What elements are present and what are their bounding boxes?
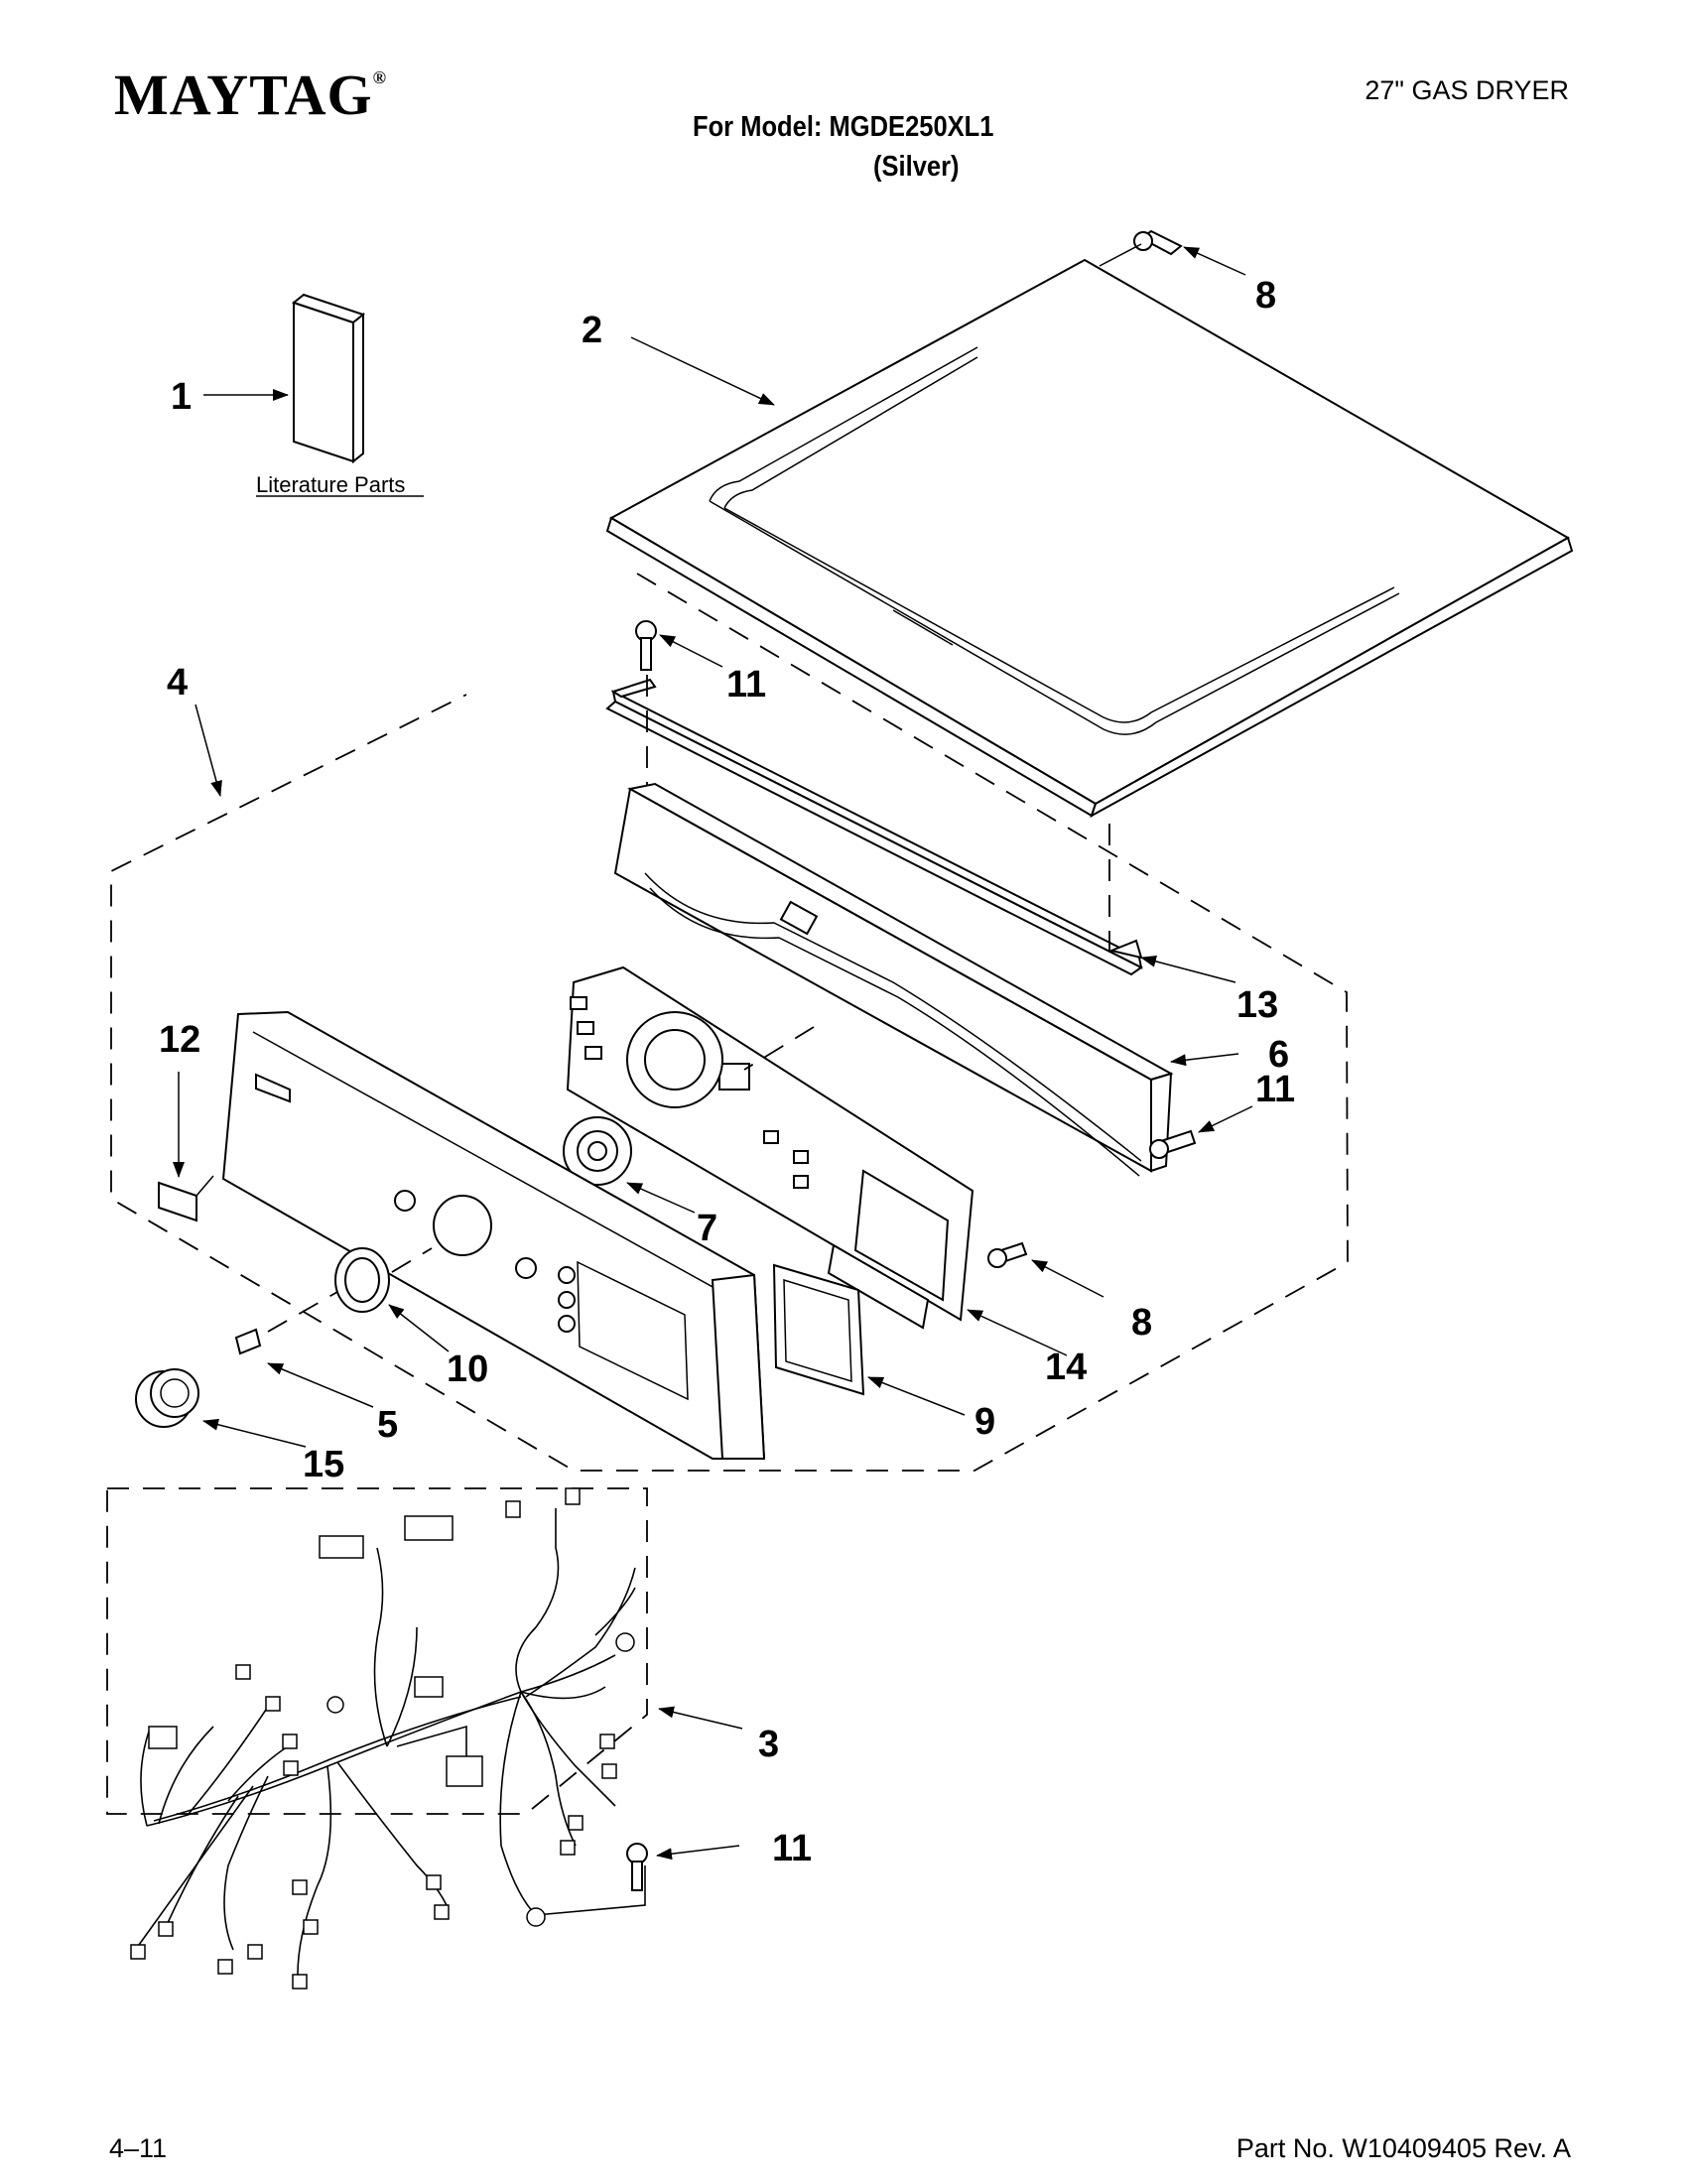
callout-15: 15 (303, 1444, 344, 1485)
registered-mark: ® (372, 67, 388, 87)
callout-8-mid: 8 (1131, 1302, 1152, 1344)
wire-harness (130, 1487, 646, 1990)
guide-dash-clip (267, 1291, 338, 1333)
leader-7 (626, 1182, 696, 1214)
leader-11-right (1198, 1105, 1253, 1133)
leader-9 (867, 1376, 966, 1416)
leader-11-bottom (656, 1845, 740, 1861)
color-line: (Silver) (873, 151, 960, 183)
leader-8-mid (1031, 1259, 1104, 1298)
screw-top-guide (1099, 243, 1142, 267)
leader-14 (967, 1309, 1068, 1356)
screw-harness (626, 1843, 648, 1891)
callout-14: 14 (1045, 1347, 1087, 1388)
callout-3: 3 (758, 1724, 779, 1765)
callout-13: 13 (1236, 984, 1278, 1026)
leader-3 (658, 1706, 743, 1730)
callout-8-top: 8 (1255, 275, 1276, 317)
screw-top (1133, 229, 1183, 256)
brand-name: MAYTAG (114, 63, 373, 127)
callout-12: 12 (159, 1019, 200, 1061)
callout-4: 4 (167, 662, 188, 704)
leader-15 (202, 1418, 307, 1448)
product-title: 27" GAS DRYER (1364, 75, 1569, 105)
callout-10: 10 (447, 1349, 488, 1390)
selector-knob (135, 1368, 199, 1428)
top-panel (605, 258, 1574, 819)
leader-11-top (659, 634, 723, 668)
leader-5 (267, 1362, 374, 1408)
knob-ring (334, 1247, 390, 1313)
screw-console-mid (987, 1241, 1028, 1268)
leader-4 (195, 704, 222, 797)
callout-7: 7 (697, 1208, 717, 1249)
wire-harness-boundary (106, 1487, 648, 1815)
leader-10 (388, 1304, 450, 1352)
part-number: Part No. W10409405 Rev. A (1235, 2133, 1571, 2163)
callout-6: 6 (1268, 1034, 1289, 1076)
screw-console-right (1149, 1129, 1197, 1159)
callout-5: 5 (377, 1404, 398, 1446)
guide-dash-ring (391, 1247, 433, 1273)
literature-parts-label: Literature Parts (256, 472, 405, 497)
selector-knob-ring (563, 1011, 723, 1186)
console-front-panel (221, 1010, 766, 1460)
guide-dash-board (743, 1026, 815, 1071)
callout-9: 9 (974, 1401, 995, 1443)
display-window (772, 1263, 865, 1396)
knob-clip (234, 1328, 262, 1355)
bracket-rail (605, 678, 1143, 976)
leader-6 (1170, 1053, 1239, 1067)
callout-11-bottom: 11 (772, 1828, 812, 1869)
brand-logo: MAYTAG® (114, 62, 387, 128)
console-assembly-boundary (110, 573, 1349, 1472)
callout-11-top: 11 (726, 664, 766, 706)
console-back (613, 782, 1174, 1177)
leader-2 (630, 336, 775, 406)
literature-book (291, 293, 366, 464)
leader-8-top (1183, 246, 1246, 276)
screw-console-top (635, 620, 657, 671)
callout-1: 1 (171, 376, 192, 418)
badge-plate (158, 1175, 214, 1222)
model-line: For Model: MGDE250XL1 (693, 111, 994, 143)
page-number: 4–11 (109, 2133, 168, 2163)
leader-13 (1140, 956, 1236, 983)
callout-2: 2 (582, 310, 602, 351)
callout-11-right: 11 (1255, 1069, 1295, 1110)
